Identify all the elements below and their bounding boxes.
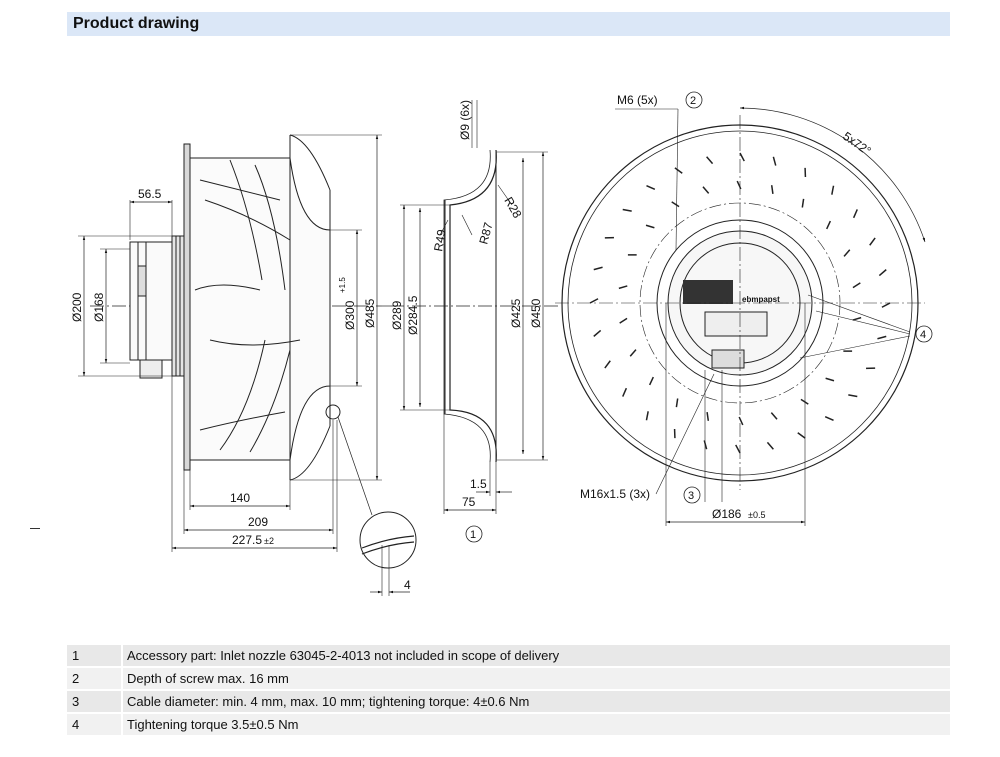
blade-slot xyxy=(825,377,835,382)
radius-28: R28 xyxy=(501,195,524,221)
blade-slot xyxy=(702,186,710,194)
blade-slot xyxy=(604,360,611,369)
blade-slot xyxy=(735,444,741,454)
dim-186-tolerance: ±0.5 xyxy=(748,510,765,520)
blade-slot xyxy=(739,152,745,162)
product-drawing: 56.5 Ø200 Ø168 Ø300 +1.5 Ø485 140 209 22… xyxy=(70,91,933,596)
note-text: Depth of screw max. 16 mm xyxy=(121,668,950,689)
dim-200: Ø200 xyxy=(70,292,84,322)
note-row: 4 Tightening torque 3.5±0.5 Nm xyxy=(67,714,950,735)
dim-168: Ø168 xyxy=(92,292,106,322)
dim-450: Ø450 xyxy=(529,298,543,328)
blade-slot xyxy=(852,316,862,321)
blade-slot xyxy=(766,441,774,450)
blade-slot xyxy=(618,285,628,290)
nozzle-view xyxy=(390,100,560,543)
dim-300-tolerance: +1.5 xyxy=(338,277,347,293)
note-number: 3 xyxy=(72,694,80,709)
blade-slot xyxy=(800,398,809,405)
note-row: 2 Depth of screw max. 16 mm xyxy=(67,668,950,689)
angle-5x72: 5x72° xyxy=(840,129,873,158)
dim-284-5: Ø284.5 xyxy=(406,295,420,335)
nozzle-view-labels: Ø9 (6x) R28 R87 R49 Ø289 Ø284.5 Ø425 Ø45… xyxy=(390,100,543,541)
brand-logo: ebmpapst xyxy=(742,295,780,304)
dim-186: Ø186 xyxy=(712,507,742,521)
dim-485: Ø485 xyxy=(363,298,377,328)
blade-slot xyxy=(629,349,637,357)
front-view-slots xyxy=(589,152,891,454)
blade-slot xyxy=(770,412,778,420)
note-text: Accessory part: Inlet nozzle 63045-2-401… xyxy=(121,645,950,666)
blade-slot xyxy=(703,440,708,450)
blade-slot xyxy=(706,156,714,165)
blade-slot xyxy=(675,398,679,408)
blade-slot xyxy=(869,237,876,246)
radius-49: R49 xyxy=(431,228,449,252)
note-number: 4 xyxy=(72,717,80,732)
blade-slot xyxy=(881,302,891,308)
dim-289: Ø289 xyxy=(390,300,404,330)
blade-slot xyxy=(738,416,744,426)
blade-slot xyxy=(826,220,832,230)
blade-slot xyxy=(852,209,858,219)
dim-227-5: 227.5 xyxy=(232,533,262,547)
blade-slot xyxy=(770,185,774,194)
blade-slot xyxy=(645,224,655,229)
dim-425: Ø425 xyxy=(509,298,523,328)
dim-227-5-tolerance: ±2 xyxy=(264,536,274,546)
blade-slot xyxy=(671,201,680,208)
blade-slot xyxy=(772,156,777,166)
blade-slot xyxy=(589,298,599,304)
callout-4: 4 xyxy=(920,329,926,341)
blade-slot xyxy=(736,180,742,190)
blade-slot xyxy=(593,266,603,271)
front-view xyxy=(555,91,933,526)
blade-slot xyxy=(797,432,806,439)
blade-slot xyxy=(622,387,628,397)
section-header: Product drawing xyxy=(67,12,950,36)
dim-140: 140 xyxy=(230,491,250,505)
notes-table: 1 Accessory part: Inlet nozzle 63045-2-4… xyxy=(67,645,950,737)
blade-slot xyxy=(619,317,628,324)
thread-m6-5x: M6 (5x) xyxy=(617,93,658,107)
blade-slot xyxy=(646,185,656,191)
blade-slot xyxy=(877,335,887,340)
dim-75: 75 xyxy=(462,495,476,509)
blade-slot xyxy=(831,185,835,195)
callout-2: 2 xyxy=(690,95,696,107)
dim-300: Ø300 xyxy=(343,300,357,330)
note-row: 3 Cable diameter: min. 4 mm, max. 10 mm;… xyxy=(67,691,950,712)
callout-1: 1 xyxy=(470,529,476,541)
blade-slot xyxy=(706,412,710,421)
note-text: Cable diameter: min. 4 mm, max. 10 mm; t… xyxy=(121,691,950,712)
note-text: Tightening torque 3.5±0.5 Nm xyxy=(121,714,950,735)
note-number: 1 xyxy=(72,648,80,663)
blade-slot xyxy=(593,329,602,337)
dim-9-6x: Ø9 (6x) xyxy=(458,100,472,140)
dim-56-5: 56.5 xyxy=(138,187,162,201)
dim-4: 4 xyxy=(404,578,411,592)
callout-3: 3 xyxy=(688,490,694,502)
margin-mark xyxy=(30,528,40,529)
radius-87: R87 xyxy=(476,221,495,246)
blade-slot xyxy=(674,167,683,174)
dim-209: 209 xyxy=(248,515,268,529)
blade-slot xyxy=(843,249,851,257)
blade-slot xyxy=(848,394,858,398)
blade-slot xyxy=(645,411,649,421)
note-row: 1 Accessory part: Inlet nozzle 63045-2-4… xyxy=(67,645,950,666)
blade-slot xyxy=(824,415,834,421)
dim-1-5: 1.5 xyxy=(470,477,487,491)
blade-slot xyxy=(852,282,861,289)
blade-slot xyxy=(622,208,632,212)
side-view-labels: 56.5 Ø200 Ø168 Ø300 +1.5 Ø485 140 209 22… xyxy=(70,187,411,592)
note-number: 2 xyxy=(72,671,80,686)
blade-slot xyxy=(878,269,887,277)
side-view xyxy=(78,134,417,596)
blade-slot xyxy=(801,198,805,208)
blade-slot xyxy=(648,376,654,386)
thread-m16-3x: M16x1.5 (3x) xyxy=(580,487,650,501)
section-title: Product drawing xyxy=(73,15,200,32)
